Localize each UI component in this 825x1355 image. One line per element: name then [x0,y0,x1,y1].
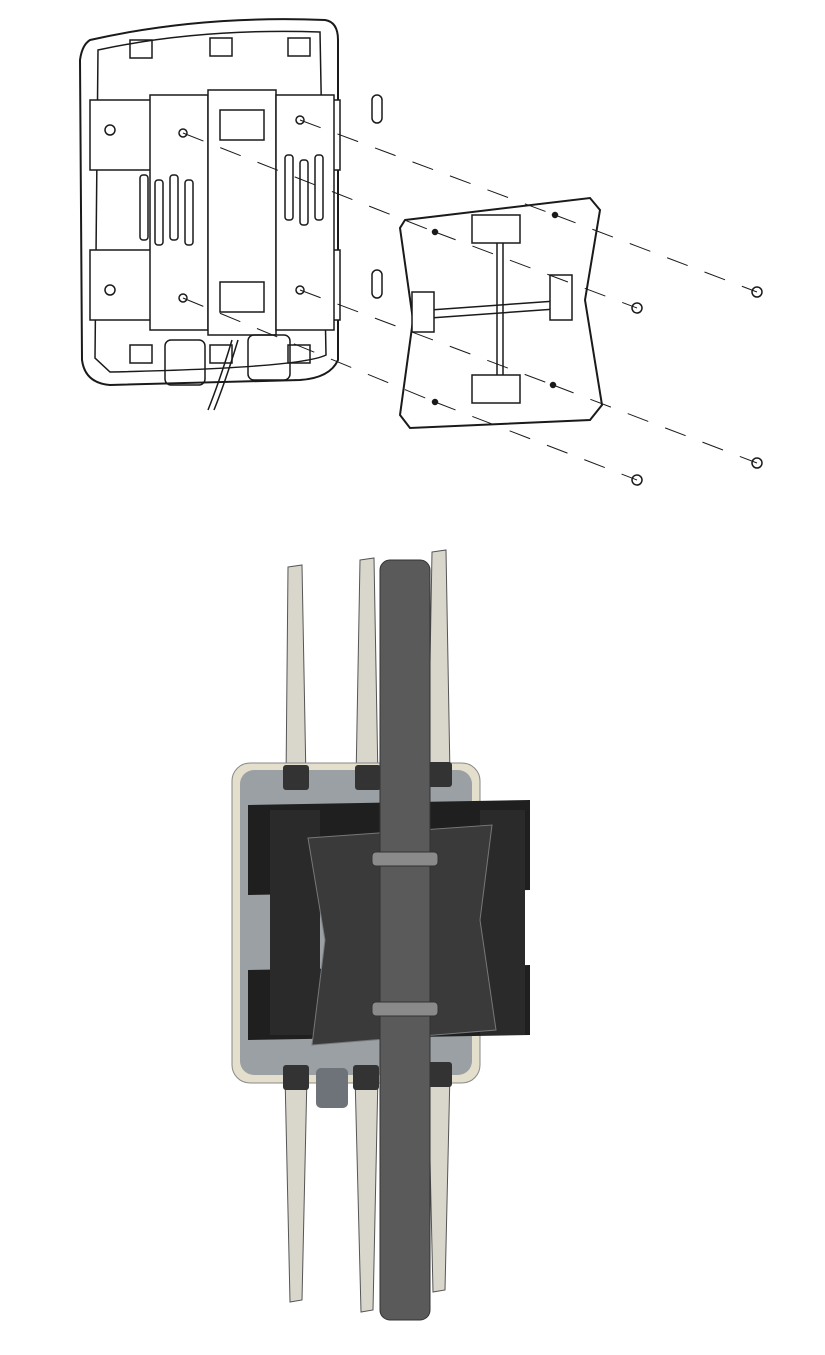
screw-icon [631,474,643,486]
access-point-back [78,18,383,411]
screws [631,286,763,486]
exploded-view [78,18,763,486]
pole [379,559,431,1321]
antennas-bottom [284,1071,451,1313]
screw-icon [751,457,763,469]
assembled-view [231,549,530,1321]
vent-slots [139,154,324,246]
antennas-top [285,549,451,781]
alignment-lines [182,119,758,481]
screw-icon [751,286,763,298]
pole-clamps [371,851,439,1017]
mounting-plate [398,196,604,430]
connectors [129,37,311,411]
screw-icon [631,302,643,314]
connectors [283,762,452,1108]
